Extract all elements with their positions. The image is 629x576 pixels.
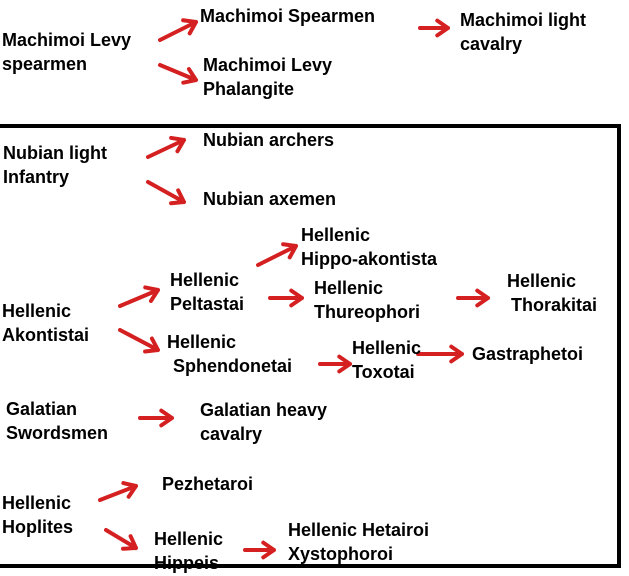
arrow-machimoi-levy-spearmen-to-machimoi-spearmen (158, 18, 198, 42)
arrow-hellenic-toxotai-to-gastraphetoi (416, 344, 464, 364)
arrow-machimoi-levy-spearmen-to-machimoi-levy-phalangite (158, 63, 198, 85)
arrow-hellenic-peltastai-to-hellenic-thureophori (268, 288, 304, 308)
arrow-galatian-swordsmen-to-galatian-heavy-cavalry (138, 408, 174, 428)
arrow-hellenic-hoplites-to-pezhetaroi (98, 481, 138, 502)
grouping-box (0, 124, 621, 568)
node-pezhetaroi: Pezhetaroi (162, 474, 254, 494)
arrow-hellenic-thureophori-to-hellenic-thorakitai (456, 288, 490, 308)
arrow-hellenic-sphendonetai-to-hellenic-toxotai (318, 354, 352, 374)
arrow-hellenic-hippeis-to-hellenic-hetairoi-xystophoroi (243, 540, 276, 560)
arrow-machimoi-spearmen-to-machimoi-light-cavalry (418, 18, 450, 38)
arrow-nubian-light-infantry-to-nubian-axemen (146, 180, 186, 206)
arrow-nubian-light-infantry-to-nubian-archers (146, 135, 186, 159)
arrow-hellenic-peltastai-to-hellenic-hippo-akontista (256, 242, 298, 267)
arrow-hellenic-hoplites-to-hellenic-hippeis (104, 528, 138, 551)
node-machimoi-spearmen: Machimoi Spearmen (200, 6, 376, 26)
arrow-hellenic-akontistai-to-hellenic-sphendonetai (118, 328, 160, 354)
node-nubian-archers: Nubian archers (203, 130, 335, 150)
node-gastraphetoi: Gastraphetoi (472, 344, 584, 364)
arrow-hellenic-akontistai-to-hellenic-peltastai (118, 285, 160, 308)
node-nubian-axemen: Nubian axemen (203, 189, 337, 209)
